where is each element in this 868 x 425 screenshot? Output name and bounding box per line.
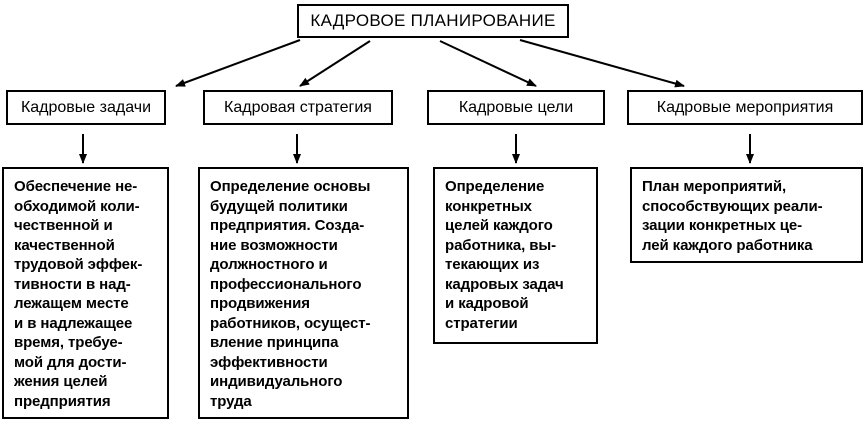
category-label-goals: Кадровые цели xyxy=(458,98,574,116)
category-box-goals: Кадровые цели xyxy=(427,90,605,125)
category-label-tasks: Кадровые задачи xyxy=(20,98,152,116)
description-text-goals: Определение конкретных целей каждого раб… xyxy=(445,178,564,332)
category-label-strategy: Кадровая стратегия xyxy=(224,98,372,116)
description-text-measures: План мероприятий, способствующих реали- … xyxy=(642,178,823,254)
description-box-goals: Определение конкретных целей каждого раб… xyxy=(433,167,598,344)
root-title: КАДРОВОЕ ПЛАНИРОВАНИЕ xyxy=(310,11,556,30)
category-box-strategy: Кадровая стратегия xyxy=(203,90,393,125)
category-box-tasks: Кадровые задачи xyxy=(6,90,166,125)
description-box-measures: План мероприятий, способствующих реали- … xyxy=(630,167,863,263)
arrow-root-to-strategy xyxy=(299,40,371,87)
description-text-tasks: Обеспечение не- обходимой коли- чественн… xyxy=(14,178,143,410)
arrow-root-to-tasks xyxy=(175,39,301,87)
category-box-measures: Кадровые мероприятия xyxy=(627,90,863,125)
description-box-strategy: Определение основы будущей политики пред… xyxy=(198,167,409,419)
category-label-measures: Кадровые мероприятия xyxy=(656,98,834,116)
arrow-root-to-measures xyxy=(519,39,685,88)
root-box: КАДРОВОЕ ПЛАНИРОВАНИЕ xyxy=(297,4,569,38)
arrow-root-to-goals xyxy=(439,40,537,87)
description-box-tasks: Обеспечение не- обходимой коли- чественн… xyxy=(2,167,169,419)
description-text-strategy: Определение основы будущей политики пред… xyxy=(210,178,371,410)
